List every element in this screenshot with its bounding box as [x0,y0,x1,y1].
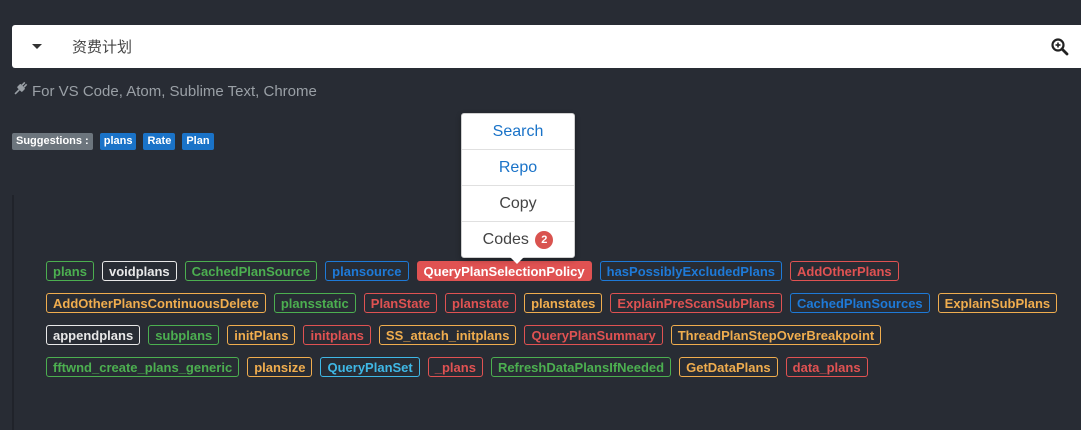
result-tag[interactable]: CachedPlanSource [184,261,318,281]
result-tag[interactable]: subplans [148,325,220,345]
result-tag[interactable]: GetDataPlans [679,357,778,377]
search-zoom-icon[interactable] [1049,36,1071,58]
suggestions-label: Suggestions : [12,133,93,150]
result-tag[interactable]: initplans [303,325,371,345]
result-tag[interactable]: plansstatic [273,293,356,313]
result-tag[interactable]: _plans [427,357,483,377]
search-type-dropdown[interactable] [12,25,62,68]
result-tag[interactable]: plans [46,261,94,281]
result-tag[interactable]: AddOtherPlansContinuousDelete [46,293,266,313]
suggestion-item[interactable]: plans [99,133,137,150]
result-tag[interactable]: ThreadPlanStepOverBreakpoint [670,325,882,345]
result-tag[interactable]: plansource [325,261,409,281]
result-tag-active[interactable]: QueryPlanSelectionPolicy [416,261,592,281]
popup-codes-label: Codes [482,231,529,248]
result-tag[interactable]: RefreshDataPlansIfNeeded [490,357,672,377]
tag-row: fftwnd_create_plans_generic plansize Que… [46,357,1081,377]
result-tag[interactable]: voidplans [101,261,177,281]
popup-arrow [508,255,526,264]
result-tag[interactable]: ExplainSubPlans [937,293,1058,313]
results-divider [12,195,14,430]
codes-count-badge: 2 [535,230,554,249]
suggestion-item[interactable]: Rate [143,133,176,150]
result-tag[interactable]: SS_attach_initplans [378,325,517,345]
context-popup-menu: Search Repo Copy Codes 2 [461,113,575,258]
plugin-text[interactable]: For VS Code, Atom, Sublime Text, Chrome [32,82,317,100]
popup-search-link[interactable]: Search [462,114,574,150]
result-tag[interactable]: plansize [247,357,313,377]
caret-down-icon [32,44,42,49]
plugin-info: For VS Code, Atom, Sublime Text, Chrome [12,81,317,101]
result-tag[interactable]: AddOtherPlans [790,261,899,281]
result-tag[interactable]: CachedPlanSources [789,293,930,313]
result-tag[interactable]: ExplainPreScanSubPlans [610,293,782,313]
result-tag[interactable]: PlanState [363,293,438,313]
plug-icon [12,81,32,101]
popup-codes-button[interactable]: Codes 2 [462,222,574,257]
result-tag[interactable]: QueryPlanSet [320,357,420,377]
suggestion-item[interactable]: Plan [182,133,214,150]
search-input[interactable] [72,25,1012,68]
tag-row: AddOtherPlansContinuousDelete plansstati… [46,293,1081,313]
popup-copy-button[interactable]: Copy [462,186,574,222]
suggestions-bar: Suggestions : plans Rate Plan [12,133,214,150]
result-tag[interactable]: appendplans [46,325,141,345]
tag-row: plans voidplans CachedPlanSource plansou… [46,261,1081,281]
result-tag[interactable]: data_plans [785,357,868,377]
popup-repo-link[interactable]: Repo [462,150,574,186]
result-tag[interactable]: hasPossiblyExcludedPlans [599,261,782,281]
result-tag[interactable]: fftwnd_create_plans_generic [46,357,240,377]
result-tag[interactable]: planstates [524,293,603,313]
result-tag[interactable]: QueryPlanSummary [524,325,663,345]
search-bar [12,25,1081,68]
tag-row: appendplans subplans initPlans initplans… [46,325,1081,345]
result-tag[interactable]: initPlans [227,325,296,345]
results-tag-cloud: plans voidplans CachedPlanSource plansou… [46,261,1081,389]
result-tag[interactable]: planstate [445,293,517,313]
